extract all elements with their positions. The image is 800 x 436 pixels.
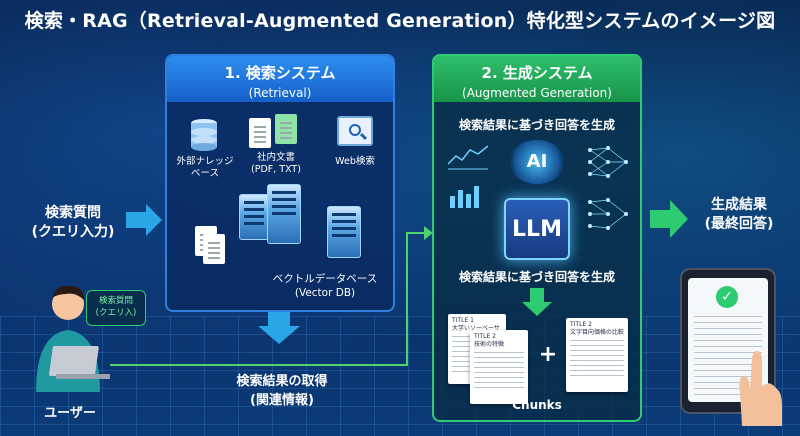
generation-panel-header: 2. 生成システム (Augmented Generation) bbox=[434, 56, 640, 102]
generation-heading: 2. 生成システム bbox=[481, 64, 593, 82]
flow-line-vertical bbox=[406, 232, 408, 366]
retrieval-panel: 1. 検索システム (Retrieval) 外部ナレッジ ベース 社内文書 (P… bbox=[165, 54, 395, 312]
generation-subheading: (Augmented Generation) bbox=[462, 86, 612, 100]
web-search-label: Web検索 bbox=[335, 156, 375, 167]
down-arrow-head bbox=[258, 326, 300, 344]
chunk-card: TITLE 2 技術の特徴 bbox=[470, 330, 528, 404]
flow-line-into-generation bbox=[406, 232, 426, 234]
ai-badge: AI bbox=[526, 151, 548, 172]
document-stack-icon bbox=[203, 234, 225, 264]
retrieval-heading: 1. 検索システム bbox=[224, 64, 336, 82]
vector-db-label: ベクトルデータベース (Vector DB) bbox=[272, 273, 378, 299]
server-icon bbox=[327, 206, 361, 258]
bar-chart-icon bbox=[448, 182, 488, 208]
line-chart-icon bbox=[447, 144, 489, 170]
plus-icon: + bbox=[538, 342, 558, 367]
query-input-label: 検索質問 (クエリ入力) bbox=[31, 205, 115, 240]
flow-line-user-to-generation bbox=[110, 364, 408, 366]
database-icon bbox=[189, 118, 219, 152]
knowledge-base-label: 外部ナレッジ ベース bbox=[176, 156, 234, 179]
generation-panel: 2. 生成システム (Augmented Generation) 検索結果に基づ… bbox=[432, 54, 642, 422]
chunks-label: Chunks bbox=[512, 398, 562, 412]
final-answer-label: 生成結果 (最終回答) bbox=[704, 197, 774, 232]
internal-docs-label: 社内文書 (PDF, TXT) bbox=[251, 152, 301, 175]
page-title: 検索・RAG（Retrieval-Augmented Generation）特化… bbox=[24, 10, 776, 32]
query-bubble-text: 検索質問 (クエリ入) bbox=[95, 296, 137, 318]
retrieval-subheading: (Retrieval) bbox=[248, 86, 312, 100]
neural-network-icon bbox=[586, 196, 630, 232]
floor-grid bbox=[0, 316, 800, 436]
generation-caption-top: 検索結果に基づき回答を生成 bbox=[458, 118, 615, 132]
down-arrow-icon bbox=[268, 312, 290, 326]
retrieval-panel-header: 1. 検索システム (Retrieval) bbox=[167, 56, 393, 102]
server-icon bbox=[239, 194, 269, 240]
ai-brain-icon: AI bbox=[508, 140, 566, 184]
right-arrow-icon bbox=[126, 212, 146, 228]
web-search-icon bbox=[337, 116, 373, 146]
user-avatar bbox=[26, 282, 110, 392]
hand-icon bbox=[722, 346, 788, 426]
retrieval-result-label: 検索結果の取得 (関連情報) bbox=[236, 374, 328, 408]
check-icon: ✓ bbox=[716, 286, 738, 308]
flow-arrow-head bbox=[424, 226, 433, 240]
txt-doc-icon bbox=[275, 114, 297, 144]
down-arrow-icon bbox=[530, 288, 544, 302]
pdf-doc-icon bbox=[249, 118, 271, 148]
right-arrow-head bbox=[670, 200, 688, 238]
down-arrow-head bbox=[522, 302, 552, 316]
query-bubble: 検索質問 (クエリ入) bbox=[86, 290, 146, 326]
chunk-card: TITLE 2 文字目向価格の比較 bbox=[566, 318, 628, 392]
right-arrow-head bbox=[146, 204, 162, 236]
server-icon bbox=[267, 184, 301, 244]
right-arrow-icon bbox=[650, 210, 670, 228]
generation-caption-mid: 検索結果に基づき回答を生成 bbox=[458, 270, 615, 284]
llm-label: LLM bbox=[512, 217, 562, 242]
llm-chip-icon: LLM bbox=[504, 198, 570, 260]
user-label: ユーザー bbox=[44, 406, 96, 421]
neural-network-icon bbox=[586, 144, 630, 180]
